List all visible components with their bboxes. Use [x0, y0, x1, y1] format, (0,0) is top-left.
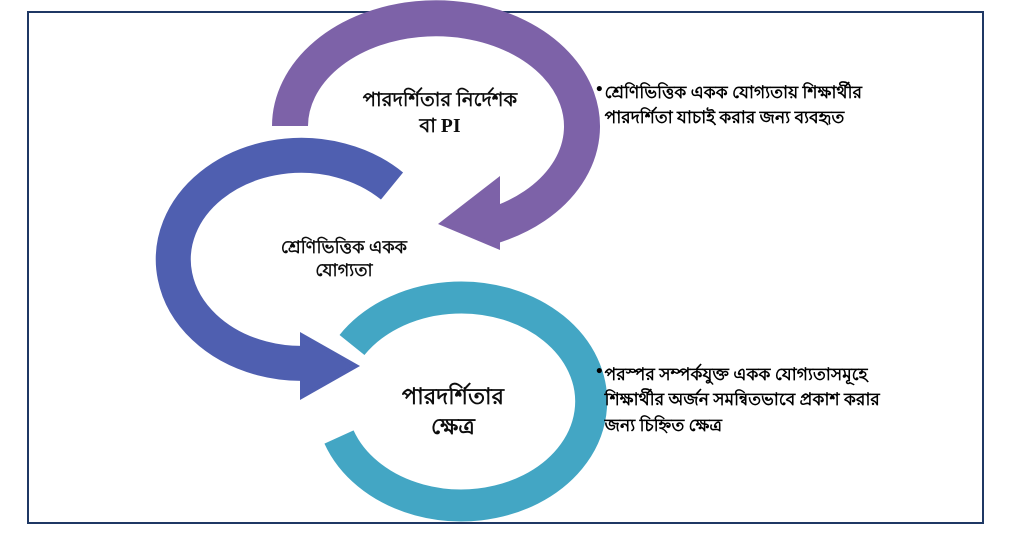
blue-curved-arrow	[155, 137, 404, 400]
bullet-item-pi-description: • শ্রেণিভিত্তিক একক যোগ্যতায় শিক্ষার্থী…	[596, 80, 888, 131]
teal-open-ring	[324, 281, 608, 522]
bullet-text-pi-description: শ্রেণিভিত্তিক একক যোগ্যতায় শিক্ষার্থীর …	[604, 83, 863, 128]
ring-label-performance-indicator: পারদর্শিতার নির্দেশক বা PI	[362, 90, 518, 137]
bullet-marker-icon: •	[596, 79, 603, 100]
bullet-text-domain-description: পরস্পর সম্পর্কযুক্ত একক যোগ্যতাসমূহে শিক…	[604, 365, 880, 435]
bullet-marker-icon: •	[596, 361, 603, 382]
ring-label-performance-domain: পারদর্শিতার ক্ষেত্র	[401, 384, 505, 439]
purple-curved-arrow	[272, 0, 600, 250]
bullet-item-domain-description: • পরস্পর সম্পর্কযুক্ত একক যোগ্যতাসমূহে শ…	[596, 362, 896, 438]
ring-label-unit-competency: শ্রেণিভিত্তিক একক যোগ্যতা	[280, 237, 408, 281]
